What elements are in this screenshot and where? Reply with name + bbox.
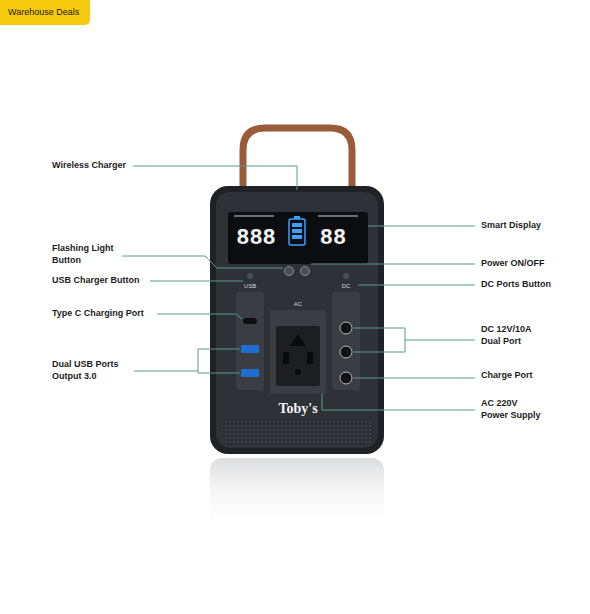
dc-port <box>340 322 352 334</box>
callout-label: DC Ports Button <box>481 279 551 291</box>
bracket <box>198 349 240 373</box>
housing <box>210 186 384 454</box>
callout-label: AC 220V Power Supply <box>481 398 545 421</box>
dc-panel <box>332 292 360 390</box>
speaker-grille <box>222 420 372 446</box>
leader-line <box>354 378 475 379</box>
usb-button <box>247 273 253 279</box>
socket-hole <box>295 369 301 375</box>
smart-display <box>228 212 368 264</box>
leader-line <box>157 314 242 319</box>
leader-line <box>368 226 475 227</box>
battery-bar <box>292 223 302 227</box>
callout-label: Charge Port <box>481 370 533 382</box>
leader-line <box>358 285 475 286</box>
callout-label: Wireless Charger <box>52 160 126 172</box>
callout-label: Dual USB Ports Output 3.0 <box>52 359 128 382</box>
leader-line <box>122 256 283 268</box>
leader-line <box>134 371 198 372</box>
callout-label: USB Charger Button <box>52 275 140 287</box>
dc-button <box>343 273 349 279</box>
usb-port <box>241 369 259 377</box>
brand-name: Toby's <box>278 402 317 416</box>
badge-text: Warehouse Deals <box>8 7 82 18</box>
panel-label: DC <box>342 283 351 289</box>
callout-label: DC 12V/10A Dual Port <box>481 324 547 347</box>
callout-label: Type C Charging Port <box>52 308 144 320</box>
usb-port <box>241 345 259 353</box>
type-c-port <box>243 318 257 324</box>
usb-panel <box>236 292 264 390</box>
callout-label: Flashing Light Button <box>52 243 124 266</box>
leader-line <box>322 394 475 410</box>
leader-lines <box>122 166 475 410</box>
battery-bar <box>292 235 302 239</box>
callout-label: Power ON/OFF <box>481 258 545 270</box>
display-digits: 888 <box>236 228 276 250</box>
ac-panel <box>270 310 326 394</box>
leader-line <box>311 264 475 265</box>
callout-label: Smart Display <box>481 220 541 232</box>
ac-socket <box>276 326 320 386</box>
panel-label: AC <box>294 301 302 307</box>
socket-hole <box>283 352 289 364</box>
indicator-strip <box>318 215 358 217</box>
light-button <box>285 267 294 276</box>
leader-line <box>150 281 243 282</box>
reflection <box>210 458 384 530</box>
leader-line <box>405 340 475 341</box>
leader-line <box>133 166 297 190</box>
bracket <box>354 328 405 352</box>
indicator-strip <box>234 215 274 217</box>
charge-port <box>340 372 352 384</box>
display-digits: 88 <box>320 228 346 250</box>
socket-hole <box>307 352 313 364</box>
panel-label: USB <box>244 283 256 289</box>
battery-icon <box>289 219 305 245</box>
battery-tip <box>294 216 300 219</box>
socket-holes <box>290 334 306 346</box>
power-button <box>301 267 310 276</box>
dc-port <box>340 346 352 358</box>
badge: Warehouse Deals <box>0 0 90 25</box>
battery-bar <box>292 229 302 233</box>
